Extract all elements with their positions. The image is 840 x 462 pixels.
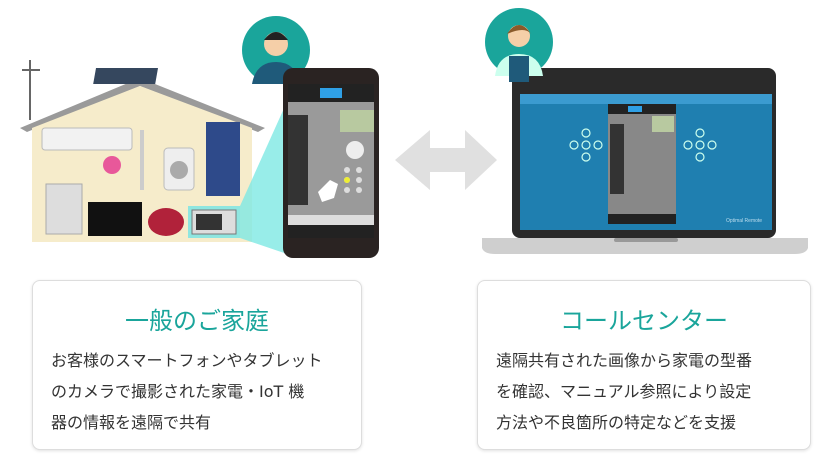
home-card-description: お客様のスマートフォンやタブレット のカメラで撮影された家電・IoT 機 器の情… [51, 345, 349, 438]
description-line: 遠隔共有された画像から家電の型番 [496, 351, 753, 370]
description-line: 方法や不良箇所の特定などを支援 [496, 413, 737, 432]
description-line: お客様のスマートフォンやタブレット [51, 351, 323, 370]
laptop-illustration: Optimal Remote [482, 68, 808, 254]
customer-avatar [242, 16, 310, 84]
bidirectional-arrow-icon [395, 130, 497, 190]
operator-avatar [485, 8, 553, 82]
call-center-card: コールセンター 遠隔共有された画像から家電の型番 を確認、マニュアル参照により設… [477, 280, 811, 450]
home-card: 一般のご家庭 お客様のスマートフォンやタブレット のカメラで撮影された家電・Io… [32, 280, 362, 450]
description-line: のカメラで撮影された家電・IoT 機 [51, 382, 305, 401]
illustration: Optimal Remote [20, 8, 808, 258]
call-center-card-description: 遠隔共有された画像から家電の型番 を確認、マニュアル参照により設定 方法や不良箇… [496, 345, 798, 438]
smartphone-illustration [283, 68, 379, 258]
home-card-title: 一般のご家庭 [125, 307, 269, 335]
description-line: を確認、マニュアル参照により設定 [496, 382, 752, 401]
call-center-card-title: コールセンター [560, 307, 728, 335]
description-line: 器の情報を遠隔で共有 [51, 413, 212, 432]
svg-text:Optimal Remote: Optimal Remote [726, 218, 762, 224]
house-illustration [20, 60, 290, 255]
